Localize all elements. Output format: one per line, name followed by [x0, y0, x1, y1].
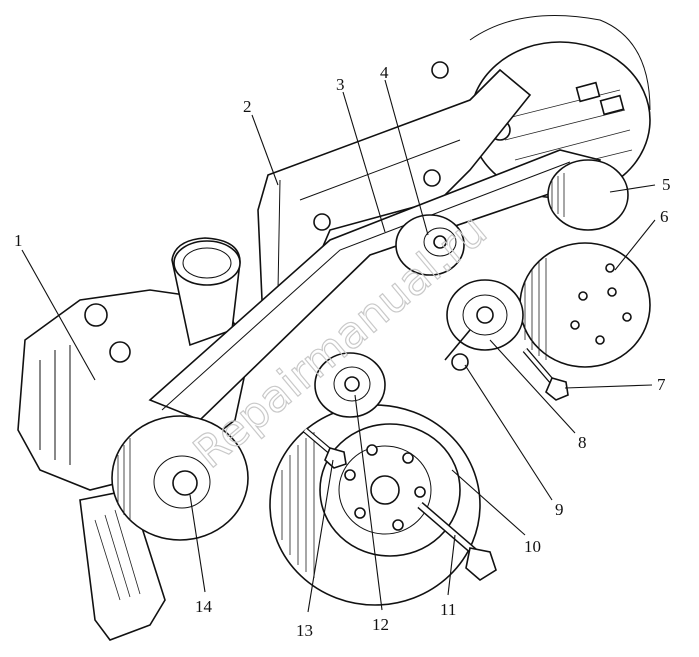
bolt-13: [303, 427, 347, 469]
callout-13: 13: [296, 621, 313, 640]
callouts: 1 2 3 4 5 6 7 8 9 10 11 12 13 14: [14, 63, 671, 640]
lower-idler-pulley: [314, 352, 386, 418]
leader-lines: [21, 79, 656, 613]
callout-7: 7: [657, 375, 666, 394]
callout-1: 1: [14, 231, 23, 250]
bolt-11: [417, 501, 497, 581]
fan-hub-pulley: [519, 242, 651, 368]
crankshaft-damper-pulley: [269, 404, 481, 606]
callout-5: 5: [662, 175, 671, 194]
callout-14: 14: [195, 597, 213, 616]
callout-9: 9: [555, 500, 564, 519]
tensioner-pulley: [444, 279, 524, 371]
mounting-bracket: [257, 68, 532, 301]
callout-6: 6: [660, 207, 669, 226]
callout-12: 12: [372, 615, 389, 634]
callout-4: 4: [380, 63, 389, 82]
alternator-pulley: [547, 159, 629, 231]
callout-11: 11: [440, 600, 456, 619]
callout-8: 8: [578, 433, 587, 452]
callout-10: 10: [524, 537, 541, 556]
upper-idler-pulley: [395, 214, 465, 276]
bolt-7: [522, 348, 569, 401]
callout-3: 3: [336, 75, 345, 94]
water-pump-pulley: [111, 415, 249, 541]
callout-2: 2: [243, 97, 252, 116]
